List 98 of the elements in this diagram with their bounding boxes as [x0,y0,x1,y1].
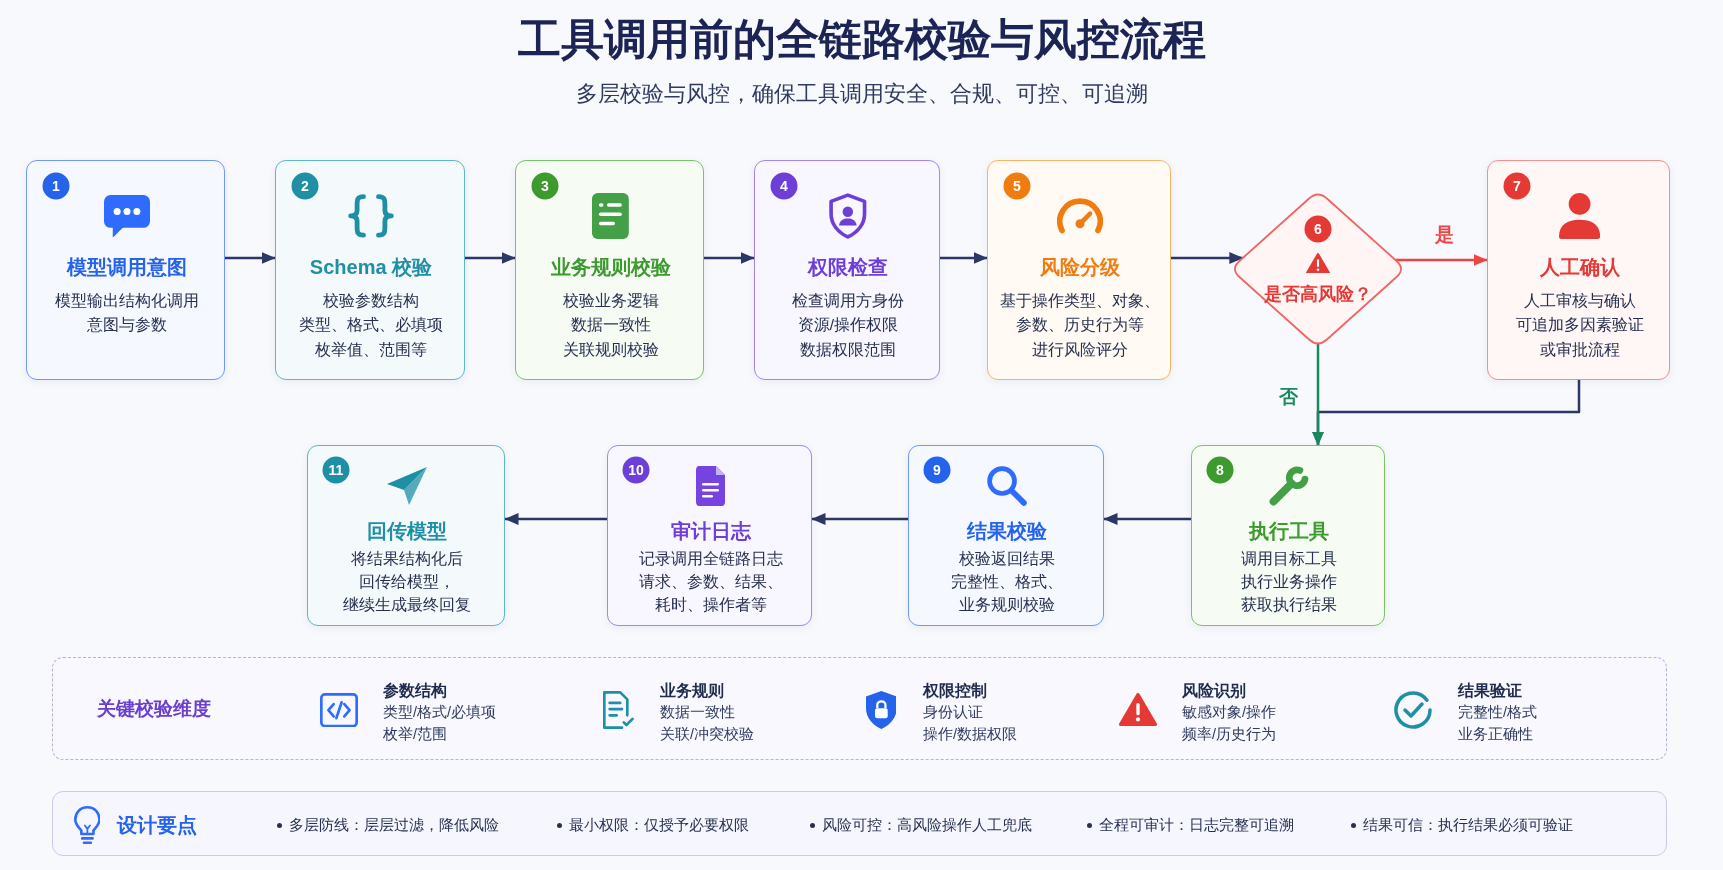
tip-text: 多层防线：层层过滤，降低风险 [289,816,499,834]
dimension-detail: 数据一致性 [660,704,735,722]
dimension-title: 权限控制 [923,681,987,701]
step-title: Schema 校验 [309,255,433,279]
step-description: 检查调用方身份 [792,291,904,311]
dimension-title: 风险识别 [1182,681,1246,701]
dimension-detail: 枚举/范围 [383,726,448,744]
panel-heading: 设计要点 [117,813,197,837]
arrow [1395,254,1488,266]
step-description: 业务规则校验 [959,595,1055,615]
edge-label: 否 [1275,386,1301,409]
subtitle: 多层校验与风控，确保工具调用安全、合规、可控、可追溯 [575,81,1148,108]
step-title: 执行工具 [1249,519,1329,543]
step-description: 数据权限范围 [800,340,896,360]
decision-question: 是否高风险？ [1264,284,1372,306]
step-title: 结果校验 [967,519,1047,543]
step-description: 校验参数结构 [323,291,419,311]
step-title: 权限检查 [808,255,888,279]
arrow [1103,513,1191,525]
step-number: 10 [622,456,650,484]
process-box [908,445,1104,626]
step-number: 1 [42,172,70,200]
arrow [811,513,908,525]
tips-panel [52,791,1667,856]
step-description: 耗时、操作者等 [654,595,767,615]
step-description: 参数、历史行为等 [1016,316,1144,335]
step-title: 审计日志 [670,519,751,543]
step-description: 继续生成最终回复 [343,595,471,615]
dimension-detail: 完整性/格式 [1458,704,1538,722]
step-number: 3 [531,172,559,200]
process-box [307,445,505,626]
process-box [275,160,465,380]
step-description: 数据一致性 [570,316,651,335]
dimension-title: 结果验证 [1458,681,1522,701]
tip-text: 结果可信：执行结果必须可验证 [1363,816,1573,834]
step-description: 类型、格式、必填项 [299,316,443,335]
dimension-detail: 类型/格式/必填项 [383,704,497,722]
step-description: 资源/操作权限 [797,316,899,335]
arrow [940,252,988,264]
process-box [607,445,812,626]
step-description: 完整性、格式、 [951,572,1063,592]
step-description: 模型输出结构化调用 [54,291,199,311]
dimension-detail: 业务正确性 [1458,726,1533,744]
process-box [1487,160,1670,380]
dimension-detail: 身份认证 [923,704,983,722]
dimension-detail: 关联/冲突校验 [660,726,755,744]
arrow [1312,343,1324,446]
dimension-detail: 敏感对象/操作 [1182,704,1277,722]
step-description: 枚举值、范围等 [315,340,427,360]
edge-label: 是 [1431,224,1457,247]
step-description: 回传给模型， [359,572,455,592]
step-description: 记录调用全链路日志 [638,549,783,569]
step-title: 模型调用意图 [66,255,187,279]
step-title: 人工确认 [1539,255,1620,279]
step-number: 4 [770,172,798,200]
step-description: 执行业务操作 [1241,572,1337,592]
dimension-detail: 操作/数据权限 [923,726,1018,744]
step-description: 或审批流程 [1539,340,1620,360]
dimensions-panel [52,657,1667,760]
dimension-title: 参数结构 [383,681,447,701]
step-description: 人工审核与确认 [1523,291,1636,311]
tip-text: 风险可控：高风险操作人工兜底 [822,816,1032,834]
step-description: 基于操作类型、对象、 [1000,291,1160,311]
title: 工具调用前的全链路校验与风控流程 [517,14,1206,65]
arrow [704,252,755,264]
dimension-title: 业务规则 [660,681,724,701]
step-number: 2 [291,172,319,200]
arrow [504,513,607,525]
arrow [225,252,276,264]
tip-text: 最小权限：仅授予必要权限 [569,816,749,834]
step-number: 8 [1206,456,1234,484]
process-box [987,160,1171,380]
step-number: 11 [322,456,350,484]
dimension-detail: 频率/历史行为 [1182,726,1277,744]
step-number: 9 [923,456,951,484]
process-box [754,160,940,380]
panel-heading: 关键校验维度 [97,697,211,721]
step-title: 风险分级 [1040,255,1120,279]
step-title: 业务规则校验 [550,255,671,279]
step-description: 进行风险评分 [1032,340,1128,360]
step-description: 请求、参数、结果、 [638,572,783,592]
step-description: 校验返回结果 [959,549,1055,569]
process-box [26,160,225,380]
tip-text: 全程可审计：日志完整可追溯 [1099,816,1294,834]
step-description: 关联规则校验 [562,340,659,360]
step-description: 获取执行结果 [1241,595,1337,615]
step-description: 意图与参数 [86,316,167,335]
process-box [515,160,704,380]
step-number: 7 [1503,172,1531,200]
arrow [1171,252,1244,264]
step-title: 回传模型 [367,519,447,543]
process-box [1191,445,1385,626]
step-number: 5 [1003,172,1031,200]
step-description: 调用目标工具 [1241,549,1337,569]
step-description: 校验业务逻辑 [562,291,659,311]
arrow [465,252,516,264]
step-description: 可追加多因素验证 [1515,316,1644,335]
step-description: 将结果结构化后 [351,549,463,569]
